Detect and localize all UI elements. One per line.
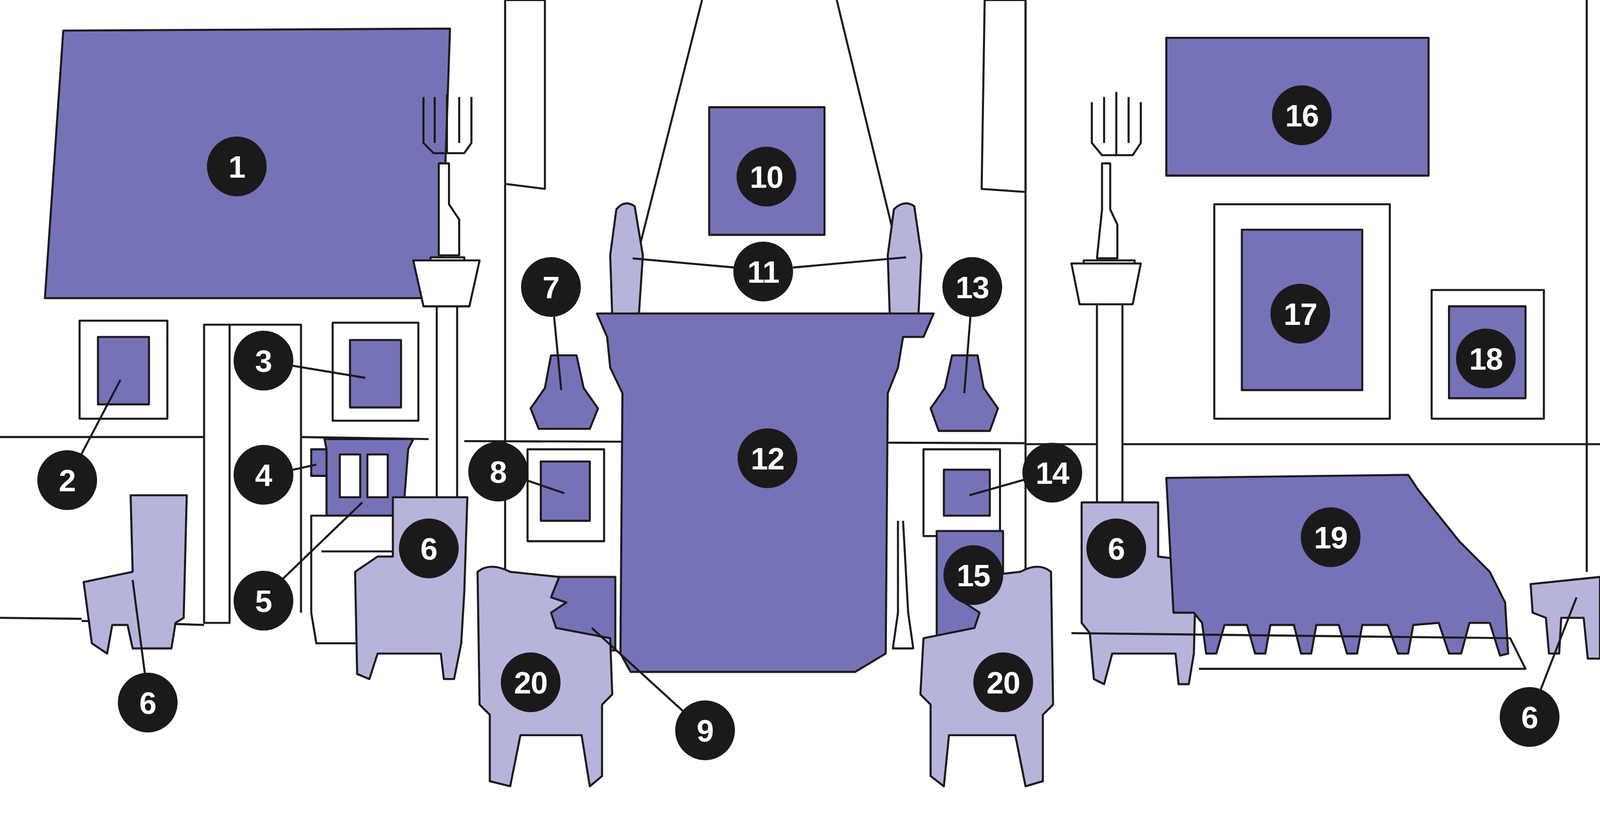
callout-number: 8 — [468, 441, 528, 502]
callout-number: 6 — [1499, 686, 1560, 747]
callout-number: 1 — [206, 136, 267, 197]
callout-number: 10 — [736, 146, 797, 207]
callout-number: 6 — [398, 518, 459, 579]
callout-number: 6 — [1086, 518, 1147, 579]
callout-number: 12 — [737, 428, 798, 488]
callout-number: 13 — [942, 257, 1003, 317]
callout-number: 18 — [1456, 328, 1516, 389]
callout-number: 15 — [943, 545, 1004, 605]
callout-number: 11 — [733, 241, 794, 302]
callout-number: 2 — [37, 450, 98, 510]
callout-number: 5 — [233, 570, 294, 631]
callout-number: 14 — [1022, 442, 1083, 503]
callout-number: 20 — [973, 652, 1034, 712]
callout-number: 9 — [675, 700, 735, 760]
callout-number: 20 — [500, 652, 561, 712]
callout-number: 19 — [1300, 507, 1361, 567]
callout-number: 3 — [233, 330, 294, 391]
callout-number: 6 — [117, 672, 178, 733]
callout-number: 17 — [1270, 283, 1331, 344]
callout-number: 16 — [1272, 85, 1332, 146]
callout-number: 4 — [233, 444, 294, 505]
callout-number: 7 — [521, 257, 581, 317]
